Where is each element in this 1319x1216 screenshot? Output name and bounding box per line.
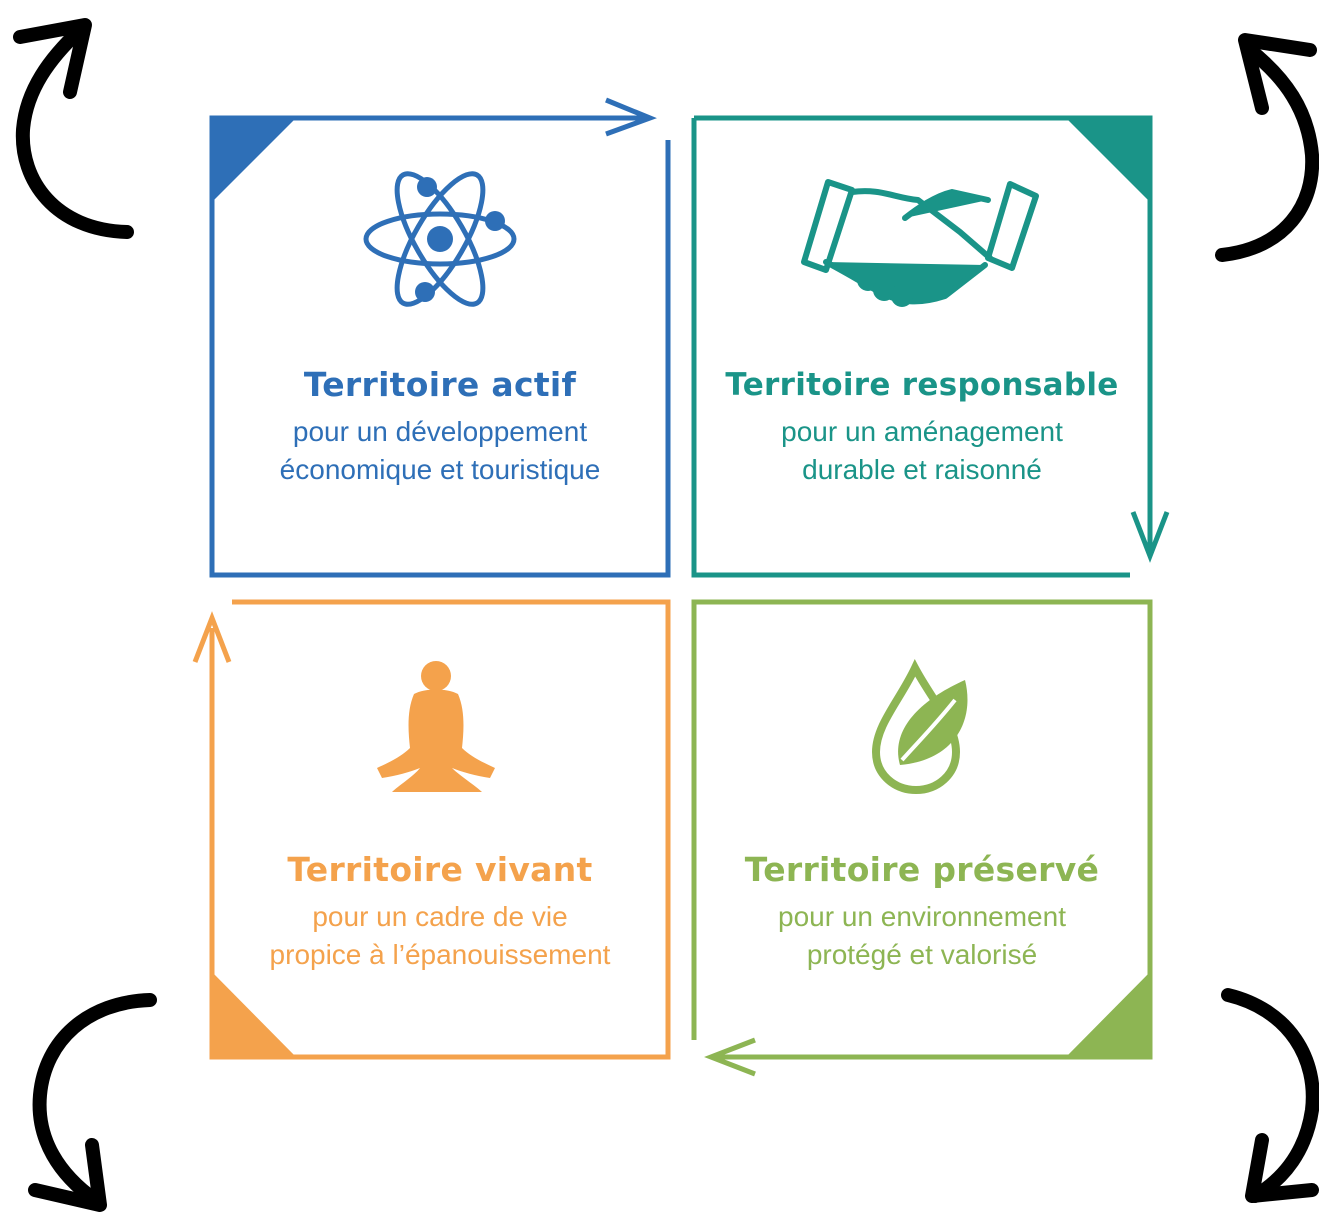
quadrant-vivant-subtitle: pour un cadre de vie propice à l’épanoui… — [212, 898, 668, 974]
quadrant-responsable — [691, 115, 1170, 578]
corner-arrow-top-left — [13, 18, 134, 239]
frame-preserve — [691, 599, 1153, 1060]
quadrant-responsable-subtitle-line1: pour un aménagement — [781, 416, 1063, 447]
quadrant-vivant — [192, 599, 671, 1060]
quadrant-vivant-subtitle-line1: pour un cadre de vie — [312, 901, 568, 932]
quadrant-preserve — [691, 599, 1153, 1077]
quadrant-vivant-subtitle-line2: propice à l’épanouissement — [269, 939, 611, 970]
arrowhead-preserve — [704, 1037, 756, 1077]
arrowhead-responsable — [1130, 511, 1170, 563]
water-drop-leaf-icon — [871, 659, 968, 795]
quadrant-responsable-title: Territoire responsable — [725, 367, 1119, 403]
frame-responsable-bottom — [691, 118, 1130, 578]
corner-triangle-preserve — [1064, 970, 1152, 1059]
corner-arrow-bottom-right — [1221, 988, 1319, 1203]
corner-arrow-top-right — [1215, 33, 1319, 262]
quadrant-vivant-title: Territoire vivant — [287, 850, 593, 889]
quadrant-actif-subtitle: pour un développement économique et tour… — [212, 413, 668, 489]
quadrant-actif-text: Territoire actif pour un développement é… — [212, 365, 668, 489]
quadrant-responsable-subtitle-line2: durable et raisonné — [802, 454, 1042, 485]
quadrant-preserve-subtitle-line1: pour un environnement — [778, 901, 1066, 932]
frame-vivant — [209, 599, 671, 1060]
quadrant-preserve-text: Territoire préservé pour un environnemen… — [694, 850, 1150, 974]
quadrant-actif-subtitle-line1: pour un développement — [292, 416, 588, 447]
quadrant-responsable-subtitle: pour un aménagement durable et raisonné — [694, 413, 1150, 489]
arrowhead-actif — [605, 97, 657, 137]
quadrant-vivant-text: Territoire vivant pour un cadre de vie p… — [212, 850, 668, 974]
quadrant-preserve-title: Territoire préservé — [744, 850, 1100, 889]
quadrant-actif-title: Territoire actif — [303, 365, 577, 404]
frame-actif — [209, 115, 671, 578]
corner-arrow-bottom-left — [28, 993, 157, 1212]
corner-triangle-actif — [210, 116, 298, 204]
handshake-icon — [801, 179, 1039, 307]
atom-icon — [363, 171, 517, 307]
arrowhead-vivant — [192, 611, 232, 663]
meditation-icon — [377, 661, 495, 792]
quadrant-preserve-subtitle-line2: protégé et valorisé — [806, 939, 1038, 970]
quadrant-responsable-text: Territoire responsable pour un aménageme… — [694, 365, 1150, 489]
corner-triangle-responsable — [1064, 116, 1152, 204]
quadrant-actif — [209, 97, 671, 578]
corner-triangle-vivant — [210, 970, 298, 1059]
quadrant-preserve-subtitle: pour un environnement protégé et valoris… — [694, 898, 1150, 974]
quadrant-actif-subtitle-line2: économique et touristique — [279, 454, 601, 485]
frame-responsable — [694, 115, 1153, 555]
